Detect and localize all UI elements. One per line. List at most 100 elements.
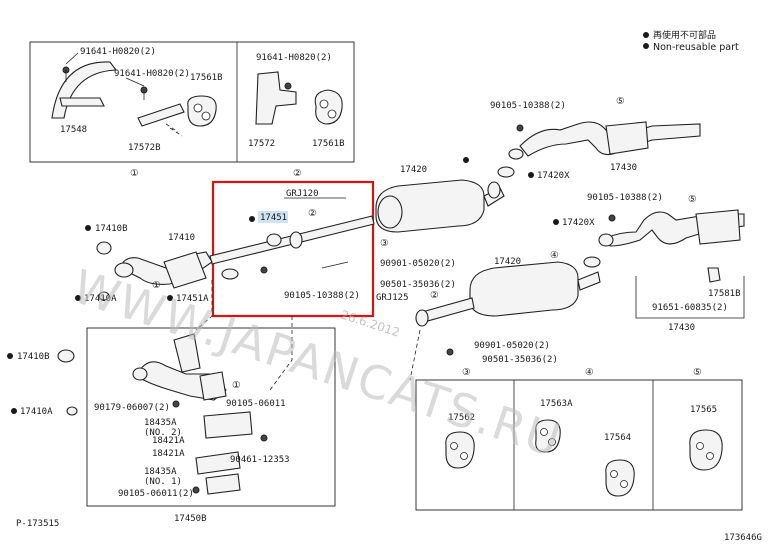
label-18435a-2: 18435A	[144, 418, 177, 428]
tail-muffler-b	[695, 209, 741, 245]
label-18435a-1: 18435A	[144, 467, 177, 477]
figure-code: 173646G	[724, 533, 762, 543]
nonreusable-dot	[167, 295, 173, 301]
hanger-ring-17561b	[187, 95, 217, 127]
label-17563a: 17563A	[540, 399, 573, 409]
circle-2-label: ②	[293, 168, 302, 179]
label-17561b-a: 17561B	[190, 73, 223, 83]
flange-front	[114, 262, 134, 278]
nonreusable-dot	[528, 172, 534, 178]
muffler-17420-mid	[469, 261, 579, 317]
highlight-label-bg	[258, 211, 288, 223]
inset-box-catalyst	[86, 327, 336, 507]
hanger-17564	[605, 459, 635, 497]
hanger-bracket-foot	[59, 97, 105, 107]
flange-inset	[132, 367, 148, 381]
legend-dot-jp	[643, 32, 649, 38]
label-90105-10388-c: 90105-10388(2)	[284, 291, 360, 301]
muffler-end	[377, 195, 403, 229]
label-no1: (NO. 1)	[144, 477, 182, 487]
flange-d	[415, 309, 429, 327]
circle-3-label: ③	[462, 367, 471, 378]
catalyst-17410	[163, 251, 207, 289]
label-grj125: GRJ125	[376, 293, 409, 303]
highlight-box	[211, 180, 375, 318]
muffler-outlet-mid	[577, 271, 601, 291]
label-90501-b: 90501-35036(2)	[482, 355, 558, 365]
circle-5-label: ⑤	[693, 367, 702, 378]
nonreusable-dot	[75, 295, 81, 301]
inset-box-1-2	[29, 41, 355, 163]
page-code: P-173515	[16, 519, 59, 529]
hanger-bracket-17572	[255, 71, 297, 125]
label-90105-10388-a: 90105-10388(2)	[490, 101, 566, 111]
label-90105-10388-b: 90105-10388(2)	[587, 193, 663, 203]
legend-en-text: Non-reusable part	[653, 42, 739, 53]
circle-5-right: ⑤	[688, 194, 697, 205]
nonreusable-dot	[463, 157, 469, 163]
label-18421a-a: 18421A	[152, 436, 185, 446]
hanger-17562	[445, 431, 475, 469]
label-17450b: 17450B	[174, 514, 207, 524]
label-90461: 90461-12353	[230, 455, 290, 465]
label-90105-06011-b: 90105-06011(2)	[118, 489, 194, 499]
tail-muffler-a	[605, 121, 649, 155]
label-17451: 17451	[260, 213, 287, 223]
bolt-icon	[172, 400, 180, 408]
inset-box-3-4-5	[415, 379, 743, 511]
label-91641-b: 91641-H0820(2)	[114, 69, 190, 79]
label-90105-06011-a: 90105-06011	[226, 399, 286, 409]
nonreusable-dot	[553, 219, 559, 225]
label-90901-b: 90901-05020(2)	[474, 341, 550, 351]
circle-2-mid: ②	[430, 290, 439, 301]
label-17565: 17565	[690, 405, 717, 415]
gasket-17451a	[221, 268, 239, 280]
hanger-bracket-17548	[51, 61, 118, 119]
bolt-icon	[284, 82, 292, 90]
flange-a	[508, 148, 524, 160]
label-17451a: 17451A	[176, 294, 209, 304]
gasket-17420x-b	[583, 256, 601, 268]
circle-4-right: ④	[550, 250, 559, 261]
label-91651: 91651-60835(2)	[652, 303, 728, 313]
label-90501-a: 90501-35036(2)	[380, 280, 456, 290]
label-90901-a: 90901-05020(2)	[380, 259, 456, 269]
label-17430-b: 17430	[668, 323, 695, 333]
bolt-icon	[192, 486, 200, 494]
label-91641-a: 91641-H0820(2)	[80, 47, 156, 57]
nut-17410a	[98, 291, 110, 301]
circle-1-label: ①	[130, 168, 139, 179]
legend-jp-text: 再使用不可部品	[653, 29, 716, 41]
label-no2: (NO. 2)	[144, 428, 182, 438]
bolt-icon	[608, 214, 616, 222]
spring-icon	[321, 261, 349, 269]
catalyst-branch	[173, 333, 201, 373]
label-17420x-a: 17420X	[537, 171, 570, 181]
shield-18435a	[205, 473, 241, 495]
circle-3-box: ③	[380, 238, 389, 249]
bolt-icon	[516, 124, 524, 132]
nut-17410a-2	[66, 406, 78, 416]
watermark-date: 26.6.2012	[339, 308, 401, 340]
label-17572b: 17572B	[128, 143, 161, 153]
spring-icon	[446, 348, 454, 356]
sensor-17581b	[707, 267, 721, 283]
label-90179: 90179-06007(2)	[94, 403, 170, 413]
heat-shield-18421a-b	[195, 451, 241, 475]
label-17581b: 17581B	[708, 289, 741, 299]
label-17420x-b: 17420X	[562, 218, 595, 228]
label-17561b-b: 17561B	[312, 139, 345, 149]
heat-shield-18421a	[203, 411, 253, 439]
legend-dot-en	[643, 43, 649, 49]
label-17420-top: 17420	[400, 165, 427, 175]
label-17410a-b: 17410A	[20, 407, 53, 417]
nonreusable-dot	[249, 216, 255, 222]
hanger-17565	[689, 429, 723, 471]
flange-b	[487, 181, 501, 199]
center-pipe-mid	[421, 297, 475, 323]
gasket-17451	[266, 233, 282, 247]
label-18421a-b: 18421A	[152, 449, 185, 459]
label-91641-c: 91641-H0820(2)	[256, 53, 332, 63]
